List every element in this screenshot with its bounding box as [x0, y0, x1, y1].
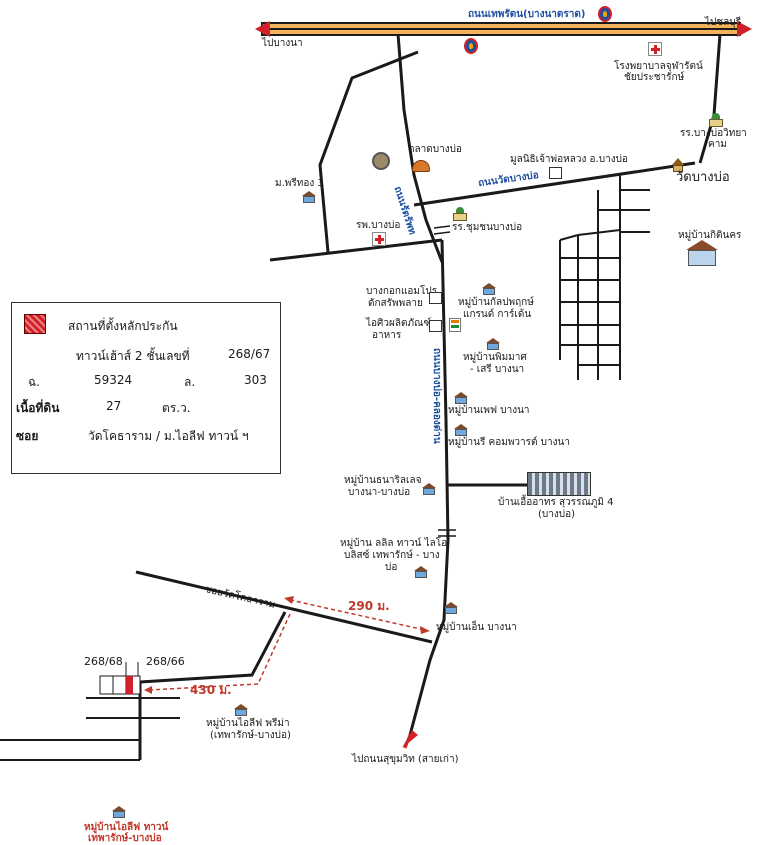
dist-290-arrow-left	[284, 596, 294, 604]
village-life-icon	[452, 392, 470, 404]
school-bangbo-label-2: คาม	[708, 139, 727, 150]
hospital-bangbo-label: รพ.บางบ่อ	[356, 220, 401, 231]
legend-chanote-value: 59324	[94, 373, 133, 387]
village-comfort-icon	[452, 424, 470, 436]
legend-area-label: เนื้อที่ดิน	[16, 401, 60, 415]
market-label: ตลาดบางบ่อ	[408, 144, 462, 155]
village-comfort-label: หมู่บ้านรี คอมพวารต์ บางนา	[448, 437, 570, 448]
shop2-label-2: อาหาร	[372, 330, 402, 341]
wat-bangbo-label: วัดบางบ่อ	[676, 170, 730, 185]
village-kitsukorn-label: หมู่บ้านกิตินคร	[678, 230, 742, 241]
foundation-icon	[549, 167, 562, 179]
village-lalin-icon	[412, 566, 430, 578]
foundation-label: มูลนิธิเจ้าพ่อหลวง อ.บางบ่อ	[510, 154, 628, 165]
hospital-bangbo-icon	[372, 232, 386, 246]
village-kanlapapruek-label-2: แกรนด์ การ์เด้น	[463, 309, 532, 320]
legend-chanote-label: ฉ.	[28, 375, 40, 389]
village-kitsukorn-icon	[684, 240, 720, 266]
school-chumchon-icon	[452, 207, 468, 221]
village-ilife-town-icon	[110, 806, 128, 818]
village-kanlapapruek-label: หมู่บ้านกัลปพฤกษ์	[458, 297, 534, 308]
distance-430-label: 430 ม.	[190, 683, 232, 697]
dist-430-arrow	[144, 686, 152, 694]
legend-area-value: 27	[106, 399, 122, 413]
road-network	[0, 33, 722, 761]
village-thanarit-label: หมู่บ้านธนาริลเลจ	[344, 475, 422, 486]
village-ilife-prima-icon	[232, 704, 250, 716]
moo-phrithong-label: ม.พรีทอง 3	[275, 178, 324, 189]
distance-lines	[149, 599, 426, 691]
legend-area-unit: ตร.ว.	[162, 401, 191, 415]
village-lalin-label: หมู่บ้าน ลลิล ทาวน์ ไลโอ	[340, 538, 448, 549]
arrow-south-shaft	[403, 734, 412, 749]
shop2-icon	[429, 320, 442, 332]
roundabout-icon	[372, 152, 390, 170]
to-bangna-label: ไปบางนา	[262, 38, 303, 49]
village-ilife-prima-label-2: (เทพารักษ์-บางบ่อ)	[210, 730, 291, 741]
school-chumchon-label: รร.ชุมชนบางบ่อ	[452, 222, 523, 233]
village-lalin-label-2: บลิสซ์ เทพารักษ์ - บาง	[344, 550, 440, 561]
legend-type: ทาวน์เฮ้าส์ 2 ชั้น	[76, 349, 163, 363]
temple-icon	[670, 158, 686, 172]
village-phimanchai-label-2: - เสรี บางนา	[470, 364, 525, 375]
main-road-label: ถนนบางบ่อ-คลองด่าน	[431, 348, 442, 444]
village-thanarit-icon	[420, 483, 438, 495]
hospital-icon	[648, 42, 662, 56]
bridge-marks	[433, 225, 456, 537]
village-phimanchai-icon	[484, 338, 502, 350]
plot-row	[99, 662, 141, 695]
village-ilife-prima-label: หมู่บ้านไอลีฟ พรีม่า	[206, 718, 290, 729]
gas-station-icon	[598, 6, 612, 22]
village-phimanchai-label: หมู่บ้านพิมมาศ	[463, 352, 527, 363]
seven-eleven-icon	[449, 318, 461, 332]
kheha-building-icon	[527, 472, 591, 496]
shop1-label-2: ดักสรัพพลาย	[368, 298, 423, 309]
kheha-label: บ้านเอื้ออาทร สุวรรณภูมิ 4	[498, 497, 614, 508]
highway-label: ถนนเทพรัตน(บางนาตราด)	[468, 9, 586, 20]
village-ensun-icon	[442, 602, 460, 614]
shop2-label: ไอศิวผลิตภัณฑ์	[366, 318, 432, 329]
legend-no-value: 268/67	[228, 347, 271, 361]
kheha-label-2: (บางบ่อ)	[538, 509, 576, 520]
market-icon	[412, 160, 430, 172]
hospital-chularat-label: โรงพยาบาลจุฬารัตน์	[614, 61, 703, 72]
gas-station-icon-2	[464, 38, 478, 54]
legend-box: สถานที่ตั้งหลักประกัน ทาวน์เฮ้าส์ 2 ชั้น…	[11, 302, 281, 474]
village-lalin-label-3: บ่อ	[385, 562, 398, 573]
school-icon	[708, 113, 724, 127]
hospital-chularat-label-2: ชัยประชารักษ์	[624, 72, 685, 83]
to-sukhumvit-label: ไปถนนสุขุมวิท (สายเก่า)	[352, 754, 459, 765]
village-life-label: หมู่บ้านเพฟ บางนา	[448, 405, 530, 416]
dist-290-arrow-right	[420, 626, 430, 634]
legend-land-value: 303	[244, 373, 267, 387]
school-bangbo-label: รร.บางบ่อวิทยา	[680, 128, 747, 139]
arrow-west	[255, 21, 270, 37]
arrow-east	[737, 21, 752, 37]
highway-bangna-trad	[255, 21, 752, 37]
shop1-label: บางกอกแอมโปร	[366, 286, 438, 297]
village-ilife-town-label-2: เทพารักษ์-บางบ่อ	[88, 833, 162, 844]
village-ensun-label: หมู่บ้านเอ็น บางนา	[436, 622, 517, 633]
legend-soi-label: ซอย	[16, 429, 39, 443]
collateral-plot	[126, 676, 133, 694]
legend-title: สถานที่ตั้งหลักประกัน	[68, 319, 178, 333]
distance-290-label: 290 ม.	[348, 599, 390, 613]
village-grid	[559, 175, 650, 380]
plot-left-label: 268/68	[84, 655, 123, 668]
village-kanlapapruek-icon	[480, 283, 498, 295]
collateral-swatch	[24, 314, 46, 334]
to-chonburi-label: ไปชลบุรี	[705, 17, 742, 28]
house-icon	[300, 191, 318, 203]
shop1-icon	[429, 292, 442, 304]
legend-land-label: ล.	[184, 375, 196, 389]
legend-soi-value: วัดโคธาราม / ม.ไอลีฟ ทาวน์ ฯ	[88, 429, 249, 443]
plot-right-label: 268/66	[146, 655, 185, 668]
village-ilife-town-label: หมู่บ้านไอลีฟ ทาวน์	[84, 822, 169, 833]
legend-no-label: เลขที่	[162, 349, 190, 363]
village-thanarit-label-2: บางนา-บางบ่อ	[348, 487, 411, 498]
